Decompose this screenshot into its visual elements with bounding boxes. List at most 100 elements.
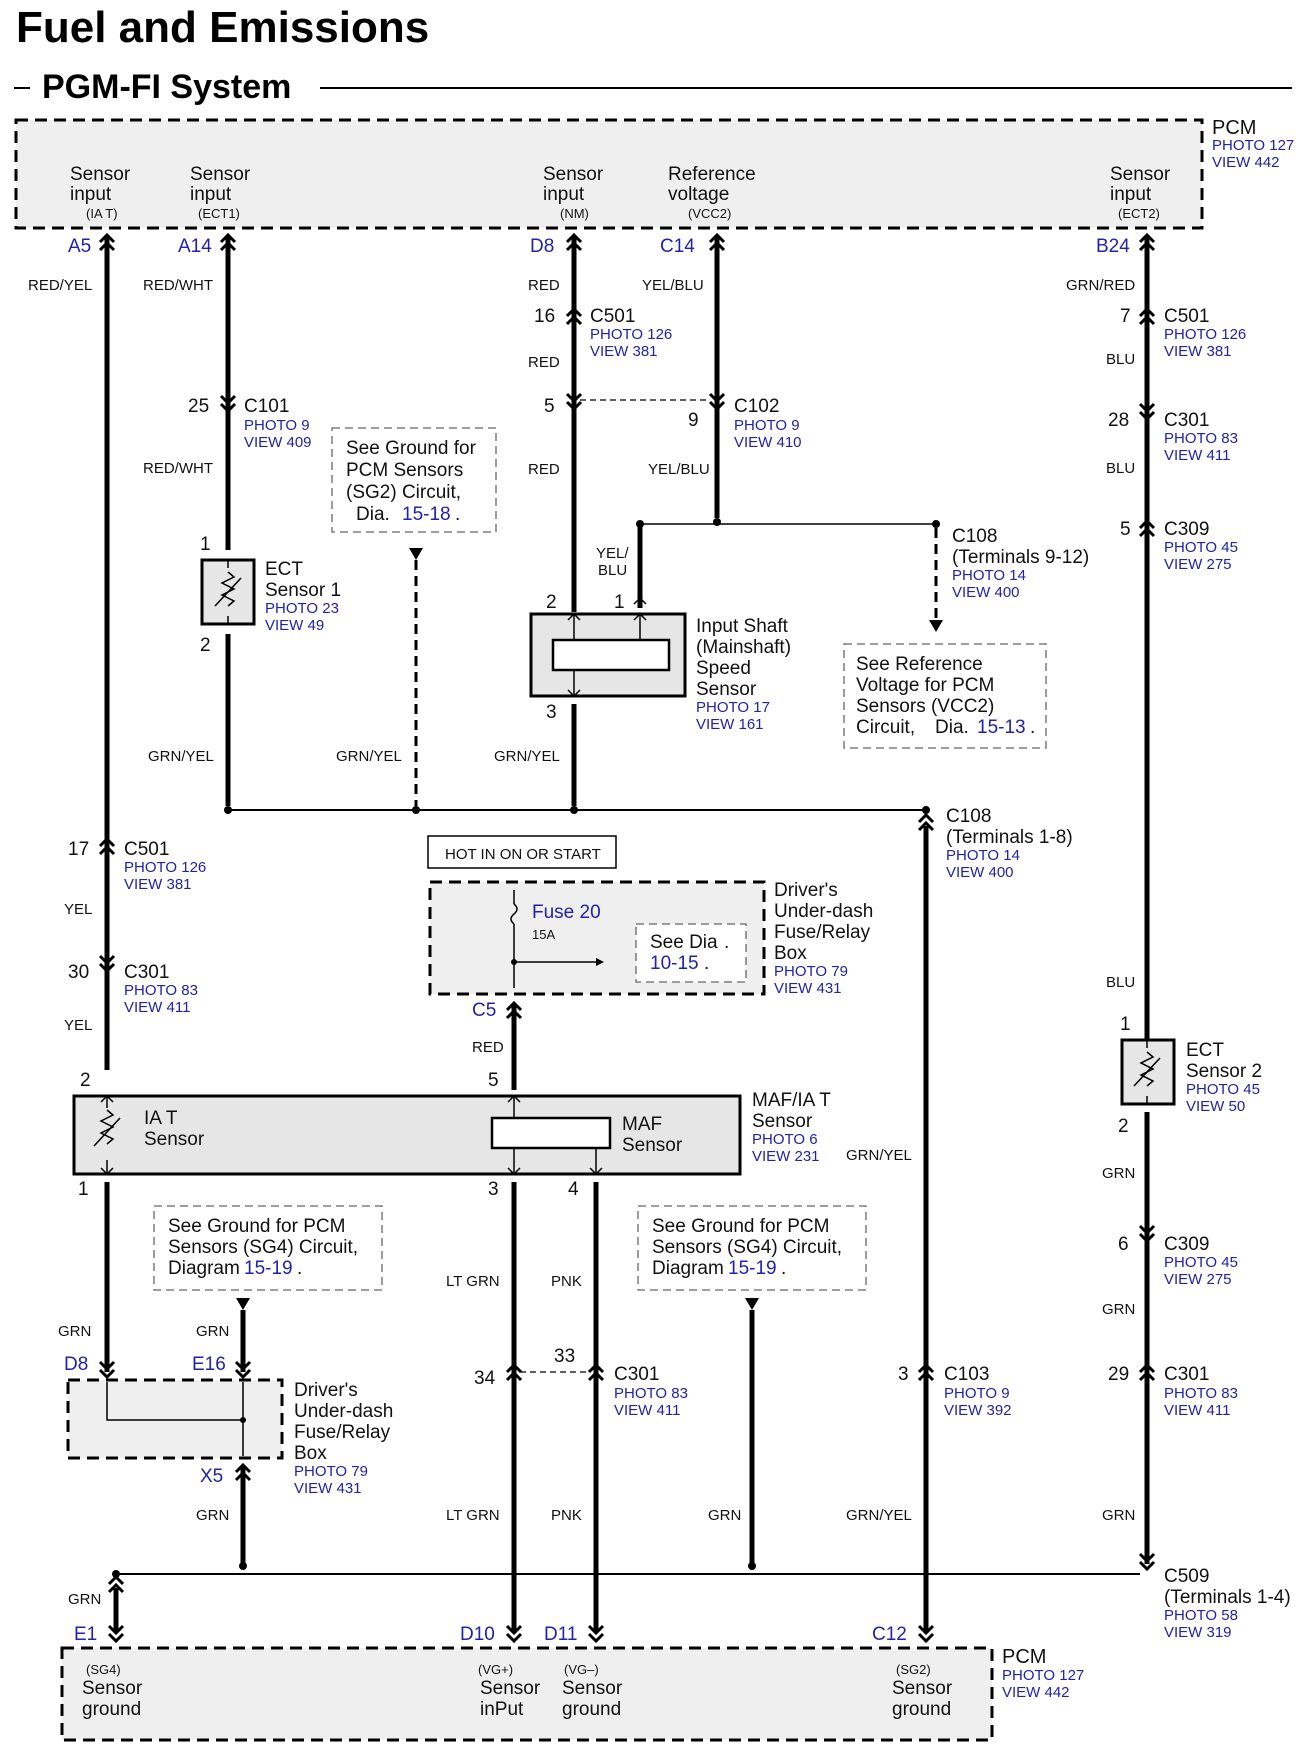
svg-text:GRN/RED: GRN/RED — [1066, 277, 1135, 294]
svg-text:.: . — [724, 932, 729, 953]
svg-text:VIEW 411: VIEW 411 — [124, 999, 190, 1016]
svg-text:GRN: GRN — [1102, 1301, 1135, 1318]
c301-right-2: C301 — [1164, 1364, 1209, 1385]
pin-x5: X5 — [200, 1466, 223, 1487]
svg-text:ECT: ECT — [1186, 1040, 1224, 1061]
svg-text:VIEW 409: VIEW 409 — [244, 434, 312, 451]
link-dia-10-15[interactable]: 10-15 — [650, 953, 699, 974]
svg-text:Sensor: Sensor — [543, 164, 604, 185]
svg-text:(IA T): (IA T) — [86, 206, 118, 221]
svg-text:PHOTO 45: PHOTO 45 — [1164, 1254, 1238, 1271]
svg-text:PHOTO 126: PHOTO 126 — [124, 859, 206, 876]
svg-text:input: input — [70, 184, 112, 205]
svg-text:GRN/YEL: GRN/YEL — [336, 748, 402, 765]
svg-text:PHOTO 83: PHOTO 83 — [1164, 430, 1238, 447]
svg-text:Sensor: Sensor — [82, 1678, 143, 1699]
c301-mid: C301 — [614, 1364, 659, 1385]
svg-text:PHOTO 9: PHOTO 9 — [734, 417, 800, 434]
svg-text:30: 30 — [68, 962, 89, 983]
c309-right: C309 — [1164, 519, 1209, 540]
svg-text:GRN: GRN — [196, 1323, 229, 1340]
svg-text:16: 16 — [534, 306, 555, 327]
svg-text:1: 1 — [200, 534, 211, 555]
svg-text:28: 28 — [1108, 410, 1129, 431]
svg-text:RED: RED — [472, 1039, 504, 1056]
svg-text:(VG–): (VG–) — [564, 1662, 599, 1677]
svg-text:2: 2 — [80, 1070, 91, 1091]
pin-b24: B24 — [1096, 236, 1130, 257]
underdash-fuse-box-bottom — [66, 1378, 284, 1460]
note-sg4-right — [637, 1205, 867, 1291]
svg-text:VIEW 411: VIEW 411 — [614, 1402, 680, 1419]
svg-text:PHOTO 126: PHOTO 126 — [590, 326, 672, 343]
svg-text:ground: ground — [892, 1699, 951, 1720]
pcm-out-vg-plus: (VG+) Sensor inPut — [478, 1662, 541, 1720]
maf-element — [490, 1116, 612, 1150]
pin-a14: A14 — [178, 236, 212, 257]
c108-a: C108 — [952, 526, 997, 547]
link-dia-15-19-left[interactable]: 15-19 — [244, 1258, 293, 1279]
svg-text:VIEW 275: VIEW 275 — [1164, 1271, 1232, 1288]
svg-text:PHOTO 9: PHOTO 9 — [944, 1385, 1010, 1402]
svg-text:VIEW 381: VIEW 381 — [1164, 343, 1232, 360]
svg-text:Sensor: Sensor — [70, 164, 131, 185]
svg-text:RED: RED — [528, 461, 560, 478]
svg-text:input: input — [1110, 184, 1152, 205]
maf-iat-sensor — [72, 1094, 742, 1176]
svg-text:33: 33 — [554, 1346, 575, 1367]
svg-text:ground: ground — [562, 1699, 621, 1720]
svg-text:25: 25 — [188, 396, 209, 417]
pcm-out-sg4: (SG4) Sensor ground — [82, 1662, 143, 1720]
svg-text:Sensor: Sensor — [752, 1111, 813, 1132]
svg-text:VIEW 381: VIEW 381 — [124, 876, 192, 893]
svg-text:PHOTO 126: PHOTO 126 — [1164, 326, 1246, 343]
svg-text:(SG2): (SG2) — [896, 1662, 931, 1677]
svg-text:input: input — [190, 184, 232, 205]
svg-text:PHOTO 23: PHOTO 23 — [265, 600, 339, 617]
svg-text:GRN/YEL: GRN/YEL — [148, 748, 214, 765]
svg-text:VIEW 442: VIEW 442 — [1002, 1684, 1070, 1701]
svg-text:Sensor: Sensor — [480, 1678, 541, 1699]
svg-text:Fuse/Relay: Fuse/Relay — [774, 922, 871, 943]
svg-text:(ECT2): (ECT2) — [1118, 206, 1160, 221]
svg-text:PCM Sensors: PCM Sensors — [346, 460, 463, 481]
svg-text:Sensor: Sensor — [892, 1678, 953, 1699]
svg-text:GRN: GRN — [58, 1323, 91, 1340]
svg-text:PHOTO 58: PHOTO 58 — [1164, 1607, 1238, 1624]
note-sg2 — [331, 427, 497, 533]
svg-text:Voltage for PCM: Voltage for PCM — [856, 675, 994, 696]
svg-text:Dia.: Dia. — [356, 504, 390, 525]
svg-text:(ECT1): (ECT1) — [198, 206, 240, 221]
svg-text:input: input — [543, 184, 585, 205]
link-dia-15-18[interactable]: 15-18 — [402, 504, 451, 525]
svg-text:PHOTO 6: PHOTO 6 — [752, 1131, 818, 1148]
svg-text:Driver's: Driver's — [294, 1380, 358, 1401]
pcm-bottom-box — [60, 1646, 994, 1742]
svg-text:Driver's: Driver's — [774, 880, 838, 901]
svg-text:(SG4): (SG4) — [86, 1662, 121, 1677]
svg-text:VIEW 49: VIEW 49 — [265, 617, 324, 634]
svg-text:See Ground for PCM: See Ground for PCM — [168, 1216, 345, 1237]
iat-thermistor-icon — [99, 1109, 115, 1145]
svg-text:(VCC2): (VCC2) — [688, 206, 731, 221]
svg-text:Dia.: Dia. — [935, 717, 969, 738]
svg-text:(Mainshaft): (Mainshaft) — [696, 637, 791, 658]
svg-text:PHOTO 17: PHOTO 17 — [696, 699, 770, 716]
pcm-top-view: VIEW 442 — [1212, 154, 1280, 171]
pcm-out-vg-minus: (VG–) Sensor ground — [562, 1662, 623, 1720]
link-dia-15-19-right[interactable]: 15-19 — [728, 1258, 777, 1279]
svg-text:PHOTO 79: PHOTO 79 — [294, 1463, 368, 1480]
svg-text:.: . — [297, 1258, 302, 1279]
svg-text:1: 1 — [78, 1179, 89, 1200]
page-subtitle: PGM-FI System — [42, 68, 291, 106]
svg-text:BLU: BLU — [1106, 460, 1135, 477]
pin-e1: E1 — [74, 1624, 97, 1645]
svg-text:Fuse/Relay: Fuse/Relay — [294, 1422, 391, 1443]
link-dia-15-13[interactable]: 15-13 — [977, 717, 1026, 738]
svg-text:Sensor: Sensor — [1110, 164, 1171, 185]
svg-text:PHOTO 14: PHOTO 14 — [946, 847, 1020, 864]
pin-a5: A5 — [68, 236, 91, 257]
svg-text:3: 3 — [488, 1179, 499, 1200]
pcm-top-name: PCM — [1212, 117, 1256, 139]
